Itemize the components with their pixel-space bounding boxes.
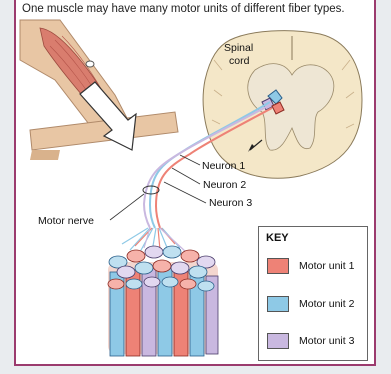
key-item-motor-unit-3: Motor unit 3: [267, 332, 354, 350]
neuron-2-label: Neuron 2: [203, 179, 246, 191]
motor-unit-3-swatch: [267, 333, 289, 349]
motor-unit-2-swatch: [267, 296, 289, 312]
key-title: KEY: [266, 232, 289, 244]
key-item-motor-unit-2: Motor unit 2: [267, 295, 354, 313]
key-item-label: Motor unit 1: [299, 260, 354, 272]
motor-nerve-label: Motor nerve: [38, 215, 94, 227]
key-item-label: Motor unit 3: [299, 335, 354, 347]
key-item-motor-unit-1: Motor unit 1: [267, 257, 354, 275]
neuron-3-label: Neuron 3: [209, 197, 252, 209]
motor-unit-1-swatch: [267, 258, 289, 274]
muscle-fiber-bundle: [108, 246, 218, 356]
neuron-1-label: Neuron 1: [202, 160, 245, 172]
key-item-label: Motor unit 2: [299, 298, 354, 310]
arm-illustration: [20, 20, 178, 160]
key-legend: KEY Motor unit 1 Motor unit 2 Motor unit…: [258, 226, 368, 361]
spinal-cord-label-line2: cord: [229, 55, 249, 67]
spinal-cord-label-line1: Spinal: [224, 42, 253, 54]
